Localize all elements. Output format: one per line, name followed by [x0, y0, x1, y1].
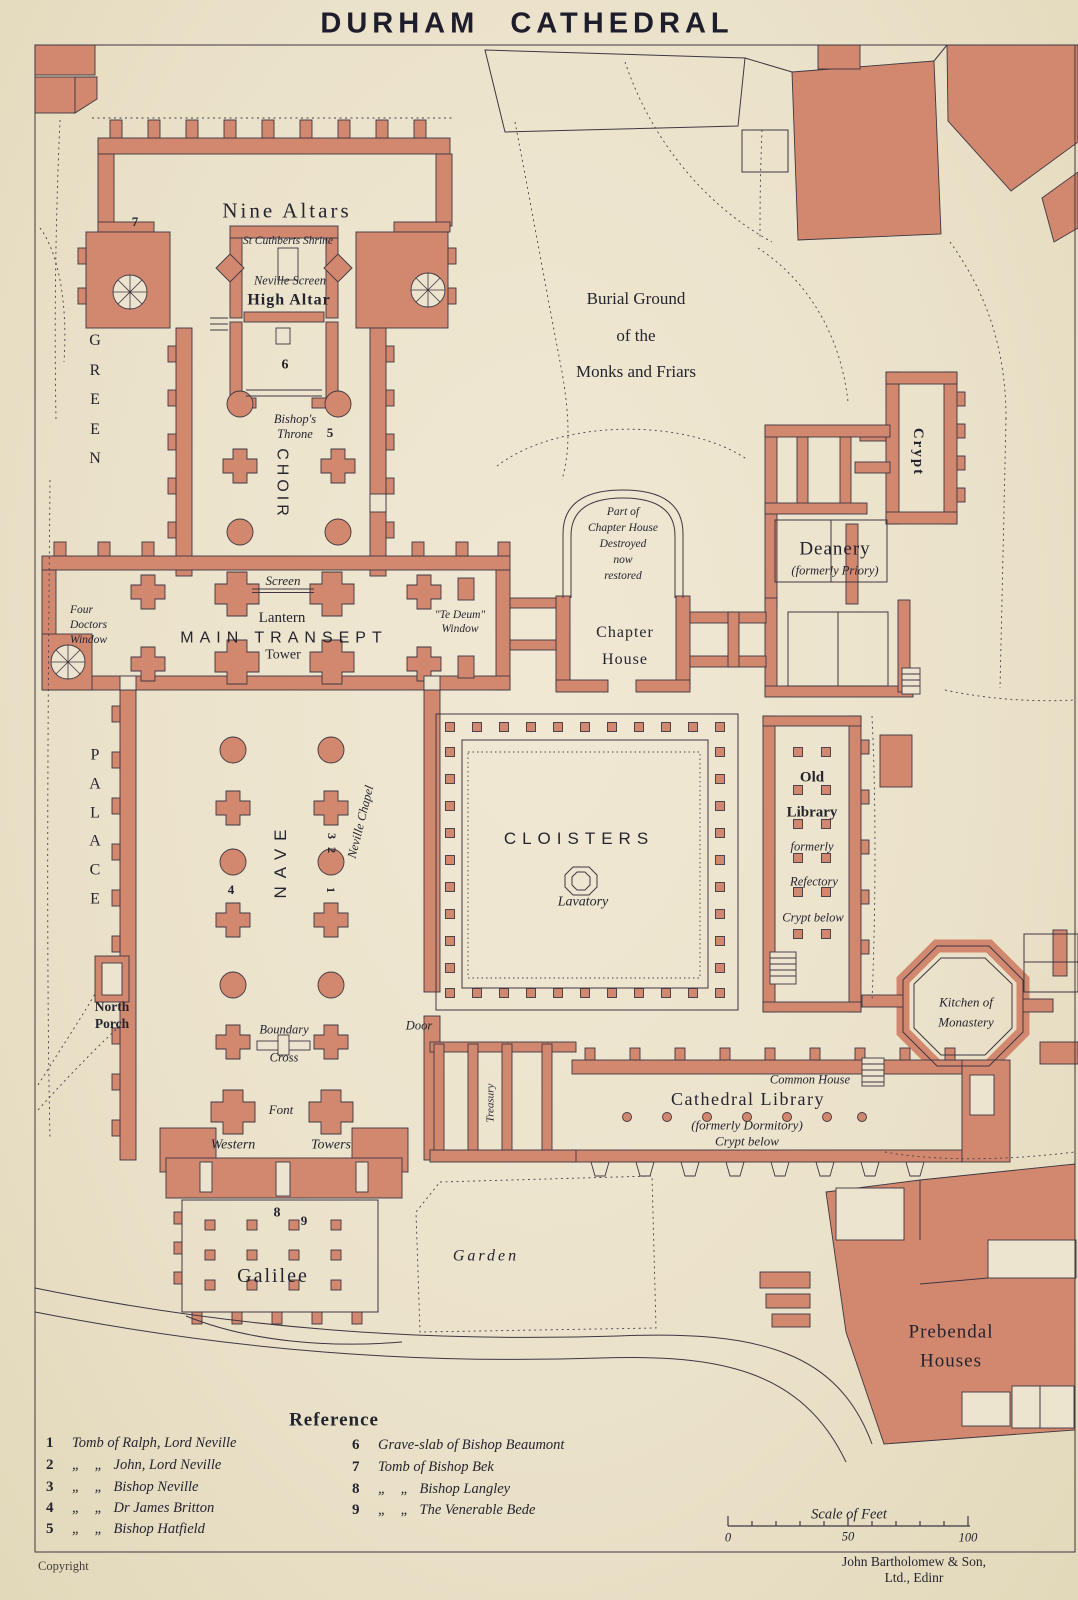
label-palace: P A L A C E	[89, 746, 101, 908]
reference-num: 2	[46, 1457, 54, 1473]
label-font: Font	[268, 1102, 294, 1118]
reference-item-5: 5 „ „ Bishop Hatfield	[46, 1521, 205, 1538]
reference-text: „ „ John, Lord Neville	[72, 1457, 222, 1473]
label-deanery: Deanery	[799, 538, 871, 560]
buildings-layer	[34, 44, 1078, 1445]
label-galilee: Galilee	[237, 1265, 309, 1287]
label-bishops-throne: Bishop's Throne	[273, 412, 317, 441]
scale-tick-50: 50	[841, 1529, 855, 1544]
label-kitchen: Kitchen of Monastery	[938, 994, 994, 1030]
label-lavatory: Lavatory	[557, 894, 609, 910]
label-cloisters: CLOISTERS	[503, 828, 655, 848]
reference-text: Tomb of Bishop Bek	[378, 1459, 494, 1475]
label-te-deum-window: "Te Deum" Window	[434, 609, 486, 635]
label-four-doctors-window: Four Doctors Window	[70, 604, 108, 646]
label-cross: Cross	[269, 1050, 299, 1065]
label-door: Door	[405, 1018, 433, 1033]
label-cathedral-library: Cathedral Library	[671, 1089, 825, 1110]
label-lantern: Lantern	[258, 610, 306, 626]
reference-item-9: 9 „ „ The Venerable Bede	[352, 1502, 535, 1519]
label-screen: Screen	[265, 573, 301, 589]
label-nine-altars: Nine Altars	[222, 198, 352, 223]
reference-text: „ „ The Venerable Bede	[378, 1502, 536, 1518]
label-nave: NAVE	[270, 821, 290, 899]
paths-layer	[37, 61, 1076, 1333]
reference-item-4: 4 „ „ Dr James Britton	[46, 1500, 214, 1517]
label-treasury: Treasury	[484, 1083, 497, 1123]
reference-item-8: 8 „ „ Bishop Langley	[352, 1481, 510, 1498]
reference-num: 3	[46, 1479, 54, 1495]
marker-2: 2	[325, 847, 340, 853]
label-old-library-refectory: Refectory	[790, 874, 838, 889]
label-st-cuthberts-shrine: St Cuthberts Shrine	[242, 235, 334, 248]
label-crypt: Crypt	[910, 427, 926, 477]
paper-details-layer	[50, 247, 1077, 1429]
reference-num: 1	[46, 1435, 54, 1451]
label-neville-screen: Neville Screen	[253, 273, 327, 288]
reference-item-7: 7 Tomb of Bishop Bek	[352, 1459, 494, 1476]
marker-8: 8	[273, 1205, 281, 1221]
label-choir: CHOIR	[273, 448, 291, 520]
label-old-library: Old Library	[786, 769, 838, 821]
label-common-house: Common House	[769, 1072, 851, 1087]
scale-tick-100: 100	[958, 1530, 978, 1545]
label-boundary: Boundary	[259, 1022, 309, 1037]
publisher-imprint: John Bartholomew & Son, Ltd., Edinr	[842, 1553, 986, 1585]
label-chapter-house-destroyed: Part of Chapter House Destroyed now rest…	[588, 505, 658, 583]
reference-num: 5	[46, 1521, 54, 1537]
scale-tick-0: 0	[724, 1530, 732, 1545]
reference-text: „ „ Bishop Langley	[378, 1481, 511, 1497]
reference-text: „ „ Dr James Britton	[72, 1500, 215, 1516]
reference-item-2: 2 „ „ John, Lord Neville	[46, 1457, 221, 1474]
reference-text: Tomb of Ralph, Lord Neville	[72, 1435, 237, 1451]
label-old-library-formerly: formerly	[790, 839, 834, 854]
marker-5: 5	[326, 425, 334, 441]
scale-label: Scale of Feet	[811, 1506, 887, 1523]
marker-1: 1	[324, 887, 339, 893]
label-cathedral-library-sub: (formerly Dormitory) Crypt below	[691, 1117, 803, 1148]
reference-num: 4	[46, 1500, 54, 1516]
reference-item-3: 3 „ „ Bishop Neville	[46, 1479, 198, 1496]
marker-9: 9	[300, 1213, 308, 1229]
label-tower: Tower	[265, 647, 301, 663]
reference-text: „ „ Bishop Neville	[72, 1479, 199, 1495]
marker-6: 6	[281, 357, 289, 373]
reference-text: „ „ Bishop Hatfield	[72, 1521, 205, 1537]
outlines-layer	[34, 44, 1078, 1553]
label-western: Western	[210, 1137, 256, 1153]
label-main-transept: MAIN TRANSEPT	[180, 629, 388, 647]
reference-num: 9	[352, 1502, 360, 1518]
reference-num: 6	[352, 1437, 360, 1453]
label-prebendal-houses: Prebendal Houses	[908, 1321, 994, 1372]
label-deanery-sub: (formerly Priory)	[791, 563, 879, 578]
label-high-altar: High Altar	[247, 291, 331, 309]
label-chapter-house: Chapter House	[596, 623, 654, 668]
label-old-library-crypt: Crypt below	[782, 910, 844, 925]
reference-title: Reference	[289, 1409, 379, 1431]
reference-num: 8	[352, 1481, 360, 1497]
label-burial-ground: Burial Ground of the Monks and Friars	[576, 289, 696, 382]
reference-num: 7	[352, 1459, 360, 1475]
label-towers: Towers	[311, 1137, 351, 1153]
label-green: G R E E N	[89, 332, 101, 468]
marker-3: 3	[325, 833, 340, 839]
label-garden: Garden	[452, 1247, 520, 1265]
reference-item-6: 6 Grave-slab of Bishop Beaumont	[352, 1437, 564, 1454]
reference-item-1: 1 Tomb of Ralph, Lord Neville	[46, 1435, 236, 1452]
label-north-porch: North Porch	[94, 999, 130, 1031]
page-title: DURHAM CATHEDRAL	[320, 7, 734, 40]
marker-4: 4	[227, 882, 235, 898]
copyright-note: Copyright	[38, 1559, 89, 1573]
marker-7: 7	[131, 214, 139, 230]
reference-text: Grave-slab of Bishop Beaumont	[378, 1437, 565, 1453]
